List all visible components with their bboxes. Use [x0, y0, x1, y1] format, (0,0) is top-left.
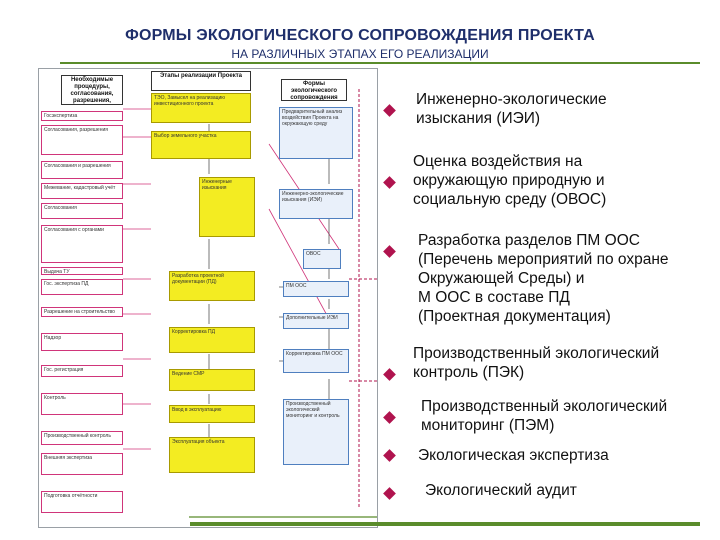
procedure-box: Гос. экспертиза ПД: [41, 279, 123, 295]
page-title: ФОРМЫ ЭКОЛОГИЧЕСКОГО СОПРОВОЖДЕНИЯ ПРОЕК…: [125, 27, 595, 44]
form-box: Предварительный анализ воздействия Проек…: [279, 107, 353, 159]
stage-box: Корректировка ПД: [169, 327, 255, 353]
bullet-diamond-icon: [383, 245, 396, 258]
stage-box: Ведение СМР: [169, 369, 255, 391]
bullet-diamond-icon: [383, 368, 396, 381]
procedure-box: Выдача ТУ: [41, 267, 123, 275]
procedure-box: Контроль: [41, 393, 123, 415]
stage-box: Эксплуатация объекта: [169, 437, 255, 473]
stage-box: Выбор земельного участка: [151, 131, 251, 159]
divider-bottom: [190, 522, 700, 526]
bullet-item: Разработка разделов ПМ ООС(Перечень меро…: [418, 232, 669, 325]
process-diagram: Необходимые процедуры, согласования, раз…: [38, 68, 378, 528]
stage-box: Инженерные изыскания: [199, 177, 255, 237]
stage-box: Ввод в эксплуатацию: [169, 405, 255, 423]
procedure-box: Надзор: [41, 333, 123, 351]
bullet-item: Экологическая экспертиза: [418, 447, 609, 464]
middle-column-header: Этапы реализации Проекта: [151, 71, 251, 91]
bullet-diamond-icon: [383, 104, 396, 117]
divider-top: [60, 62, 700, 64]
procedure-box: Подготовка отчётности: [41, 491, 123, 513]
procedure-box: Межевание, кадастровый учёт: [41, 183, 123, 199]
bullet-diamond-icon: [383, 176, 396, 189]
procedure-box: Гос. регистрация: [41, 365, 123, 377]
procedure-box: Согласования, разрешения: [41, 125, 123, 155]
right-column-header: Формы экологического сопровождения: [281, 79, 347, 101]
stage-box: Разработка проектной документации (ПД): [169, 271, 255, 301]
bullet-diamond-icon: [383, 449, 396, 462]
form-box: Производственный экологический мониторин…: [283, 399, 349, 465]
procedure-box: Согласования с органами: [41, 225, 123, 263]
procedure-box: Производственный контроль: [41, 431, 123, 445]
form-box: Дополнительные ИЭИ: [283, 313, 349, 329]
procedure-box: Согласования: [41, 203, 123, 219]
stage-box: ТЭО, Замысел на реализацию инвестиционно…: [151, 93, 251, 123]
bullet-diamond-icon: [383, 487, 396, 500]
bullet-item: Экологический аудит: [425, 482, 577, 499]
page-subtitle: НА РАЗЛИЧНЫХ ЭТАПАХ ЕГО РЕАЛИЗАЦИИ: [231, 47, 489, 61]
form-box: Инженерно-экологические изыскания (ИЭИ): [279, 189, 353, 219]
form-box: ПМ ООС: [283, 281, 349, 297]
procedure-box: Разрешение на строительство: [41, 307, 123, 317]
bullet-diamond-icon: [383, 411, 396, 424]
procedure-box: Согласования и разрешения: [41, 161, 123, 179]
form-box: Корректировка ПМ ООС: [283, 349, 349, 373]
procedure-box: Внешняя экспертиза: [41, 453, 123, 475]
form-box: ОВОС: [303, 249, 341, 269]
left-column-header: Необходимые процедуры, согласования, раз…: [61, 75, 123, 105]
procedure-box: Госэкспертиза: [41, 111, 123, 121]
